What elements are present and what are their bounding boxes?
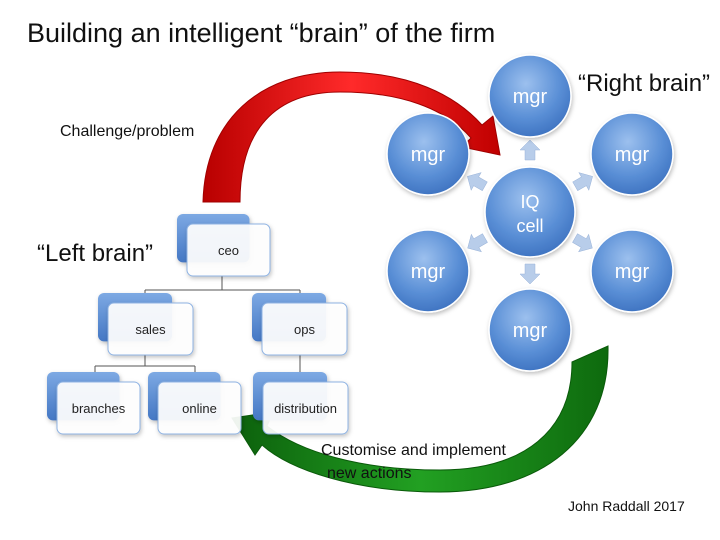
mgr-label: mgr bbox=[411, 261, 446, 283]
author-credit: John Raddall 2017 bbox=[568, 498, 685, 514]
mgr-label: mgr bbox=[513, 320, 548, 342]
spoke-arrow bbox=[572, 172, 593, 191]
org-box-branches-label: branches bbox=[72, 401, 126, 416]
mgr-circle-bottom: mgr bbox=[488, 288, 572, 372]
mgr-label: mgr bbox=[615, 261, 650, 283]
mgr-label: mgr bbox=[513, 86, 548, 108]
iq-cell-label-line1: IQ bbox=[520, 192, 539, 212]
org-box-distribution: distribution bbox=[253, 372, 349, 435]
mgr-circle-lower-left: mgr bbox=[386, 229, 470, 313]
org-chart: ceo sales ops branches online distribution bbox=[47, 214, 349, 435]
right-brain-label: “Right brain” bbox=[578, 70, 711, 97]
mgr-circle-upper-right: mgr bbox=[590, 112, 674, 196]
challenge-label: Challenge/problem bbox=[60, 123, 195, 140]
org-box-ceo-label: ceo bbox=[218, 243, 239, 258]
mgr-circle-top: mgr bbox=[488, 54, 572, 138]
spoke-arrow bbox=[467, 233, 488, 253]
mgr-label: mgr bbox=[615, 144, 650, 166]
page-title: Building an intelligent “brain” of the f… bbox=[27, 18, 496, 48]
org-box-ops-label: ops bbox=[294, 322, 315, 337]
mgr-circle-upper-left: mgr bbox=[386, 112, 470, 196]
customise-arrow bbox=[231, 345, 609, 493]
left-brain-label: “Left brain” bbox=[37, 240, 154, 267]
org-box-online-label: online bbox=[182, 401, 217, 416]
org-box-ops: ops bbox=[252, 293, 348, 356]
iq-cell-label-line2: cell bbox=[516, 216, 543, 236]
org-box-sales: sales bbox=[98, 293, 194, 356]
customise-label-line2: new actions bbox=[327, 465, 412, 482]
iq-cell-circle: IQ cell bbox=[484, 166, 576, 258]
spoke-arrow bbox=[467, 172, 488, 191]
challenge-arrow bbox=[202, 71, 501, 203]
org-box-online: online bbox=[148, 372, 242, 435]
mgr-label: mgr bbox=[411, 144, 446, 166]
org-connectors bbox=[94, 276, 301, 375]
spoke-arrow bbox=[519, 263, 541, 285]
customise-label-line1: Customise and implement bbox=[321, 442, 506, 459]
org-box-ceo: ceo bbox=[177, 214, 271, 277]
spoke-arrow bbox=[519, 139, 541, 161]
org-box-distribution-label: distribution bbox=[274, 401, 337, 416]
spoke-arrow bbox=[572, 233, 593, 253]
org-box-sales-label: sales bbox=[135, 322, 166, 337]
mgr-circle-lower-right: mgr bbox=[590, 229, 674, 313]
org-box-branches: branches bbox=[47, 372, 141, 435]
